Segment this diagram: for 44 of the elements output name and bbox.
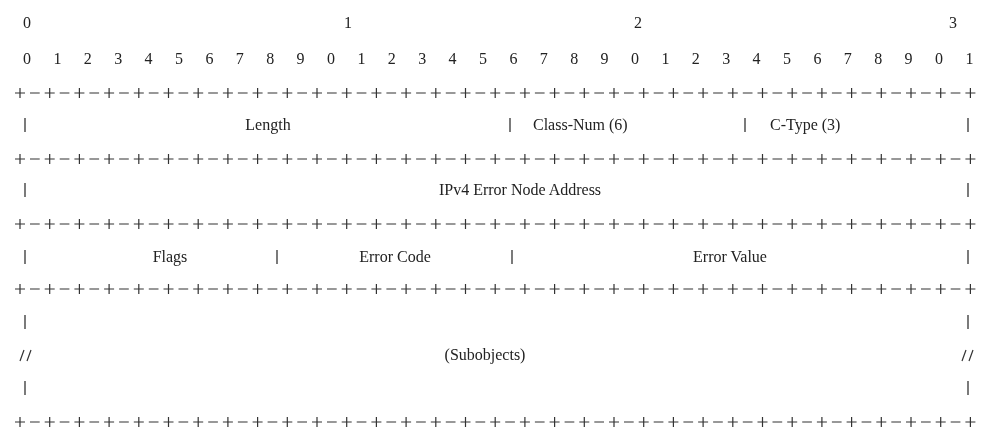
bit-number: 5 [175,50,183,68]
field-label: (Subobjects) [444,346,526,364]
field-label: Error Value [693,248,767,266]
bit-number: 9 [600,50,609,68]
bit-number: 3 [722,50,731,68]
bit-number: 0 [935,50,943,68]
tens-digit: 2 [634,14,642,32]
field-label: C-Type (3) [770,116,841,134]
bit-number: 3 [114,50,123,68]
field-label: IPv4 Error Node Address [438,181,602,199]
field-label: Class-Num (6) [533,116,628,134]
bit-number: 8 [266,50,275,68]
bit-number: 3 [418,50,427,68]
bit-number: 5 [479,50,487,68]
field-label: Error Code [359,248,431,266]
bit-number: 7 [843,50,852,68]
bit-number: 6 [205,50,214,68]
tens-digit: 3 [949,14,957,32]
bit-number: 0 [327,50,335,68]
field-label: Length [245,116,291,134]
tens-digit: 1 [344,14,352,32]
bit-number: 7 [539,50,548,68]
bit-number: 2 [83,50,92,68]
bit-number: 5 [783,50,791,68]
bit-number: 0 [23,50,31,68]
bit-number: 1 [965,50,974,68]
bit-number: 4 [752,50,761,68]
bit-number: 9 [296,50,305,68]
bit-number: 2 [691,50,700,68]
bit-number: 9 [904,50,913,68]
bit-number: 0 [631,50,639,68]
bit-number: 4 [144,50,153,68]
bit-number: 6 [813,50,822,68]
bit-number: 1 [661,50,670,68]
bit-number: 1 [53,50,62,68]
tens-digit: 0 [23,14,31,32]
bit-number: 8 [570,50,579,68]
bit-number: 7 [235,50,244,68]
bit-number: 1 [357,50,366,68]
bit-number: 6 [509,50,518,68]
bit-number: 2 [387,50,396,68]
bit-number: 8 [874,50,883,68]
bit-number: 4 [448,50,457,68]
field-label: Flags [152,248,188,266]
